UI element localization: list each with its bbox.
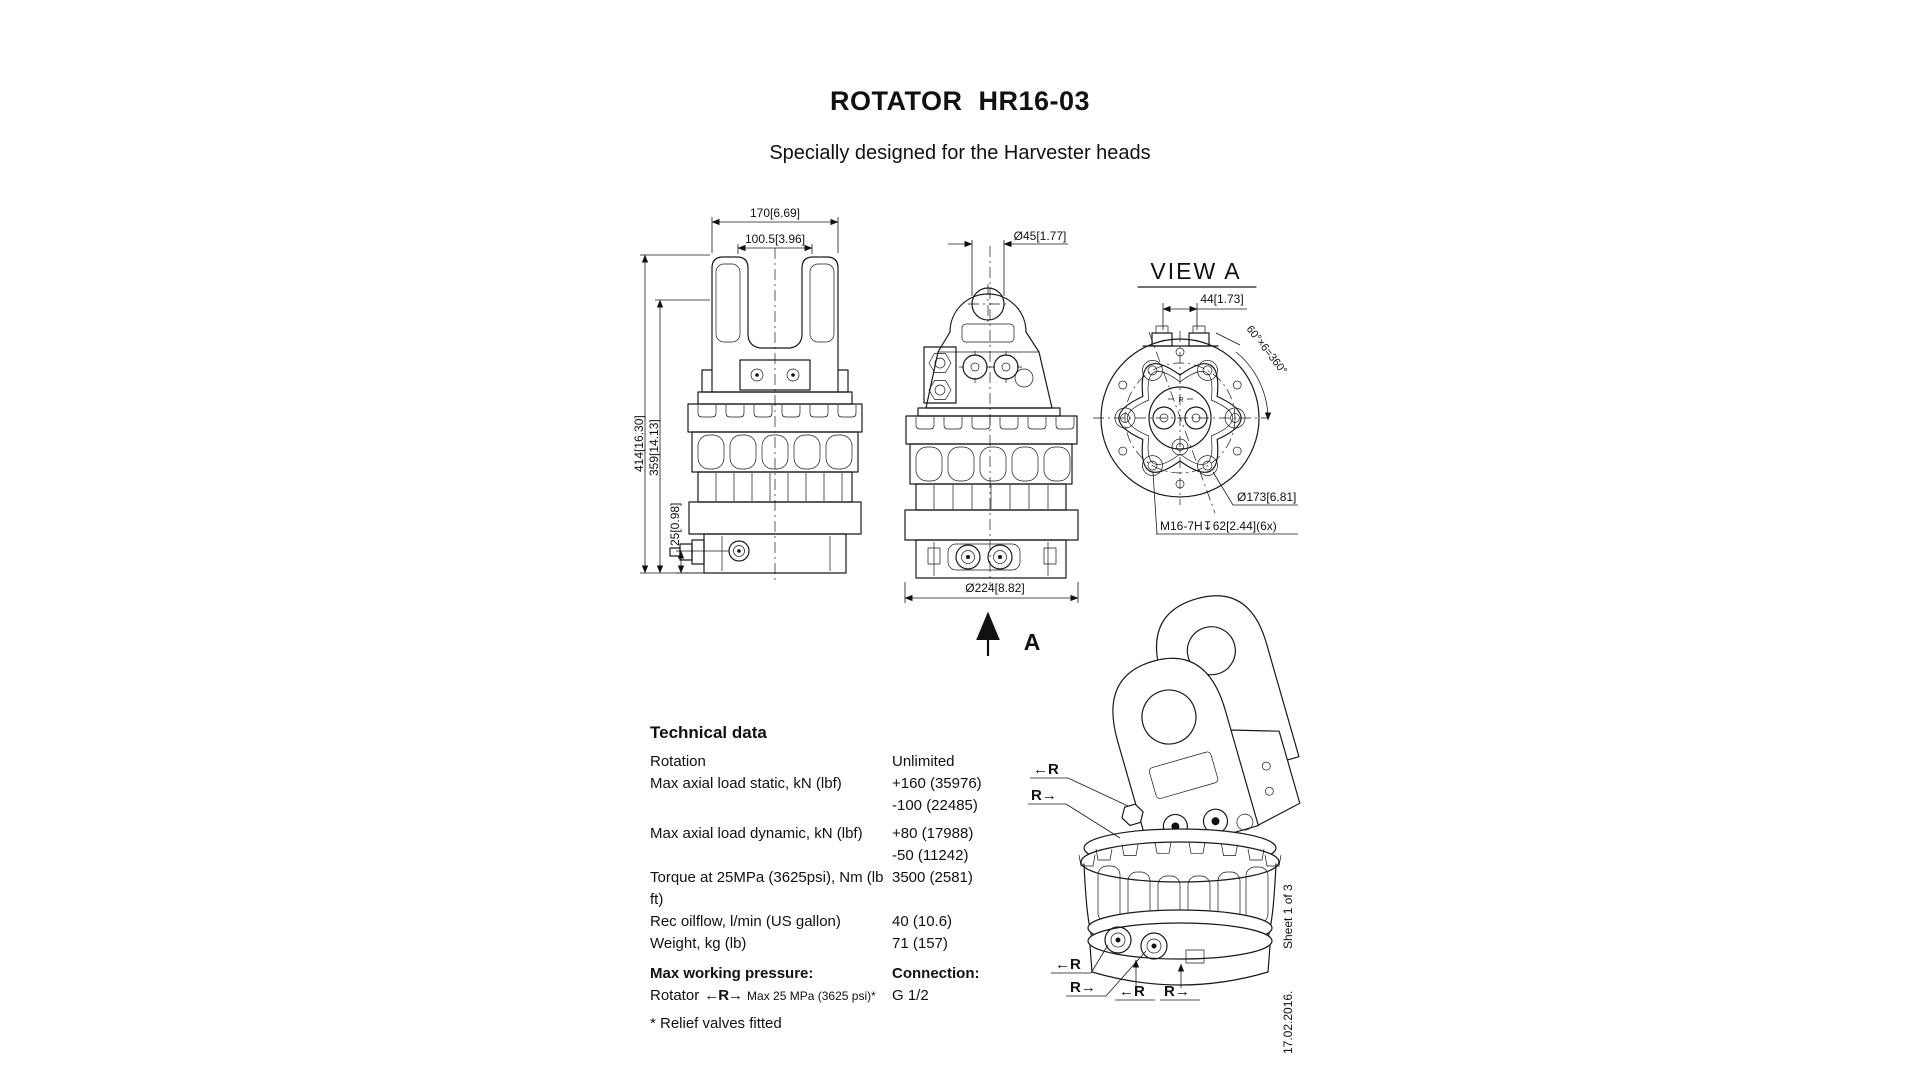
sheet-number: Sheet 1 of 3: [1281, 884, 1295, 949]
dim-pin-hole-label: Ø45[1.77]: [1014, 229, 1067, 243]
pressure-note: Max 25 MPa (3625 psi)*: [747, 989, 876, 1003]
row-value: +160 (35976): [892, 775, 982, 792]
dim-port-spacing-label: 44[1.73]: [1200, 292, 1243, 306]
table-row: Torque at 25MPa (3625psi), Nm (lb ft) 35…: [650, 867, 1030, 911]
dim-total-height-label: 414[16.30]: [632, 415, 646, 472]
sheet-date: 17.02.2016.: [1281, 990, 1295, 1054]
pressure-heading: Max working pressure:: [650, 965, 814, 982]
row-value: +80 (17988): [892, 825, 974, 842]
view-a-drawing: VIEW A: [1093, 258, 1298, 535]
table-row: Max axial load static, kN (lbf) +160 (35…: [650, 773, 1030, 795]
row-label: Rotation: [650, 753, 706, 770]
row-value: 40 (10.6): [892, 913, 953, 930]
row-value: Unlimited: [892, 753, 955, 770]
table-row: Max axial load dynamic, kN (lbf) +80 (17…: [650, 823, 1030, 845]
row-label: [650, 845, 892, 867]
dim-port-height-label: 25[0.98]: [668, 503, 682, 546]
table-row: -100 (22485): [650, 795, 1030, 817]
view-direction-label: A: [1024, 629, 1041, 655]
table-row: Rotator←R→ Max 25 MPa (3625 psi)* G 1/2: [650, 985, 1030, 1007]
pressure-row-label: Rotator←R→ Max 25 MPa (3625 psi)*: [650, 985, 892, 1007]
technical-data-table: Rotation Unlimited Max axial load static…: [650, 751, 1030, 1035]
iso-port-label: R→: [1070, 979, 1096, 996]
table-row: * Relief valves fitted: [650, 1013, 1030, 1035]
row-label: Max axial load dynamic, kN (lbf): [650, 825, 863, 842]
view-a-title: VIEW A: [1150, 258, 1241, 284]
row-value: -50 (11242): [892, 847, 969, 864]
row-label: Max axial load static, kN (lbf): [650, 775, 842, 792]
connection-value: G 1/2: [892, 987, 929, 1004]
page-subtitle: Specially designed for the Harvester hea…: [769, 142, 1151, 164]
dim-body-height-label: 359[14.13]: [647, 419, 661, 476]
rotator-label: Rotator: [650, 987, 700, 1004]
footnote: * Relief valves fitted: [650, 1015, 782, 1032]
dim-outer-dia-label: Ø224[8.82]: [965, 581, 1024, 595]
table-row: Weight, kg (lb) 71 (157): [650, 933, 1030, 955]
table-row: -50 (11242): [650, 845, 1030, 867]
dim-thread-label: M16-7H↧62[2.44](6x): [1160, 519, 1277, 533]
dim-bolt-circle-label: Ø173[6.81]: [1237, 490, 1296, 504]
row-label: Weight, kg (lb): [650, 935, 747, 952]
row-value: -100 (22485): [892, 797, 978, 814]
flow-arrows-symbol: ←R→: [704, 987, 743, 1004]
table-row: Max working pressure: Connection:: [650, 963, 1030, 985]
iso-port-label: ←R: [1033, 761, 1059, 778]
technical-data-heading: Technical data: [650, 723, 767, 742]
row-label: [650, 795, 892, 817]
iso-view-drawing: ←R R→ ←R R→ ←R R→: [1028, 595, 1301, 1001]
connection-heading: Connection:: [892, 965, 980, 982]
dim-inner-width-label: 100.5[3.96]: [745, 232, 805, 246]
side-view-drawing: Ø45[1.77] Ø224[8.82] A: [904, 229, 1079, 656]
row-label: Torque at 25MPa (3625psi), Nm (lb ft): [650, 869, 884, 908]
front-view-drawing: 170[6.69] 100.5[3.96] 414[16.30] 359[14.…: [632, 206, 863, 582]
center-port-label: R: [1178, 397, 1183, 404]
dim-width-label: 170[6.69]: [750, 206, 800, 220]
row-label: Rec oilflow, l/min (US gallon): [650, 913, 841, 930]
iso-port-label: R→: [1164, 983, 1190, 1000]
iso-port-label: ←R: [1119, 983, 1145, 1000]
iso-port-label: R→: [1031, 787, 1057, 804]
dim-bolt-pattern-label: 60°×6=360°: [1244, 323, 1289, 376]
row-value: 71 (157): [892, 935, 948, 952]
row-value: 3500 (2581): [892, 869, 973, 886]
page-title: ROTATOR HR16-03: [829, 86, 1091, 116]
table-row: Rec oilflow, l/min (US gallon) 40 (10.6): [650, 911, 1030, 933]
technical-data-section: Technical data Rotation Unlimited Max ax…: [650, 723, 1030, 1035]
table-row: Rotation Unlimited: [650, 751, 1030, 773]
iso-port-label: ←R: [1055, 956, 1081, 973]
